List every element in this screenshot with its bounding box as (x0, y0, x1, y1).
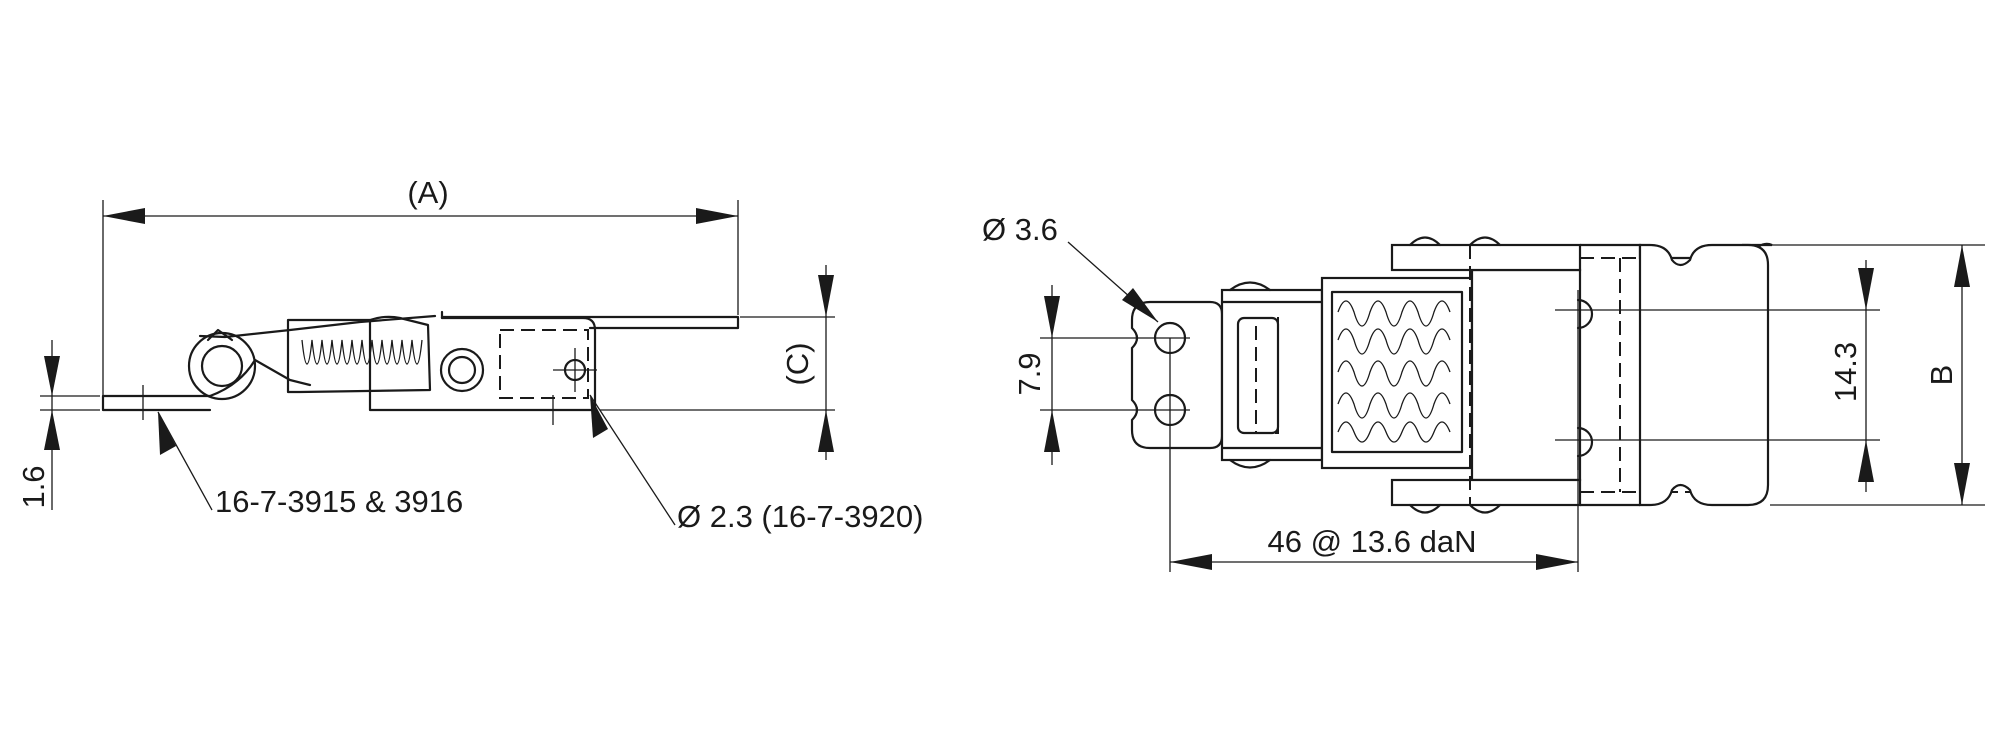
hook-lower (208, 358, 312, 398)
top-strap (440, 315, 740, 330)
hole-arcs (1576, 298, 1594, 458)
part-numbers-label: 16-7-3915 & 3916 (215, 484, 463, 519)
spring-coils (301, 339, 423, 365)
dim-46-label: 46 @ 13.6 daN (1268, 524, 1477, 559)
hook-eye-hidden (1255, 317, 1279, 434)
dim-14-label: 14.3 (1828, 342, 1863, 402)
dim-b-label: B (1924, 365, 1959, 386)
dim-thk-label: 1.6 (16, 465, 51, 508)
dim-79-arrow-bottom (1044, 410, 1060, 452)
large-hole-label: Ø 3.6 (982, 212, 1058, 247)
spring-housing-top (1320, 276, 1474, 470)
leader-large-hole-arrow (1122, 288, 1158, 322)
bottom-rail (1390, 478, 1582, 507)
top-rail (1390, 243, 1582, 272)
dim-79-label: 7.9 (1012, 352, 1047, 395)
dim-thk-arrow-bottom (44, 410, 60, 450)
spring-coils-top (1337, 300, 1451, 443)
top-view: 14.3 B 7.9 Ø 3.6 46 @ 13.6 daN (982, 212, 1985, 572)
side-view: (A) (C) 1.6 16-7-3915 & 3916 Ø 2.3 (16-7… (16, 175, 923, 534)
dim-b-arrow-bottom (1954, 463, 1970, 505)
leader-small-hole-arrow (590, 395, 608, 438)
dim-a-arrow-left (103, 208, 145, 224)
hook-eye-slot (1236, 316, 1280, 435)
hook-eye-outer (187, 331, 257, 401)
dim-thk-arrow-top (44, 356, 60, 396)
hook-eye (200, 344, 244, 388)
spring-housing (286, 315, 432, 394)
dim-b-arrow-top (1954, 245, 1970, 287)
dim-14-arrow-top (1858, 268, 1874, 310)
leader-part-numbers (157, 411, 213, 511)
dim-79-arrow-top (1044, 296, 1060, 338)
rivet-heads (1408, 236, 1502, 514)
pivot-rivet (439, 347, 485, 393)
leader-small-hole (589, 394, 676, 526)
slide-body (368, 310, 597, 412)
dim-c-arrow-top (818, 275, 834, 317)
spring-frame (1330, 290, 1464, 454)
small-hole-label: Ø 2.3 (16-7-3920) (677, 499, 923, 534)
dim-46-arrow-left (1170, 554, 1212, 570)
hidden-slot (499, 329, 589, 399)
dim-a-label: (A) (407, 175, 448, 210)
pivot-rivet-inner (447, 355, 477, 385)
dim-46-arrow-right (1536, 554, 1578, 570)
hook-lever (198, 314, 437, 339)
hook-tip (206, 328, 234, 342)
slide-body-top (1470, 268, 1582, 482)
base-plate (101, 394, 212, 412)
dim-a-arrow-right (696, 208, 738, 224)
dim-14-arrow-bottom (1858, 440, 1874, 482)
dim-c-label: (C) (780, 342, 815, 385)
end-plate (1638, 243, 1770, 507)
hook-strap-rivets (1228, 281, 1272, 469)
dim-c-arrow-bottom (818, 410, 834, 452)
leader-part-numbers-arrow (158, 412, 176, 455)
